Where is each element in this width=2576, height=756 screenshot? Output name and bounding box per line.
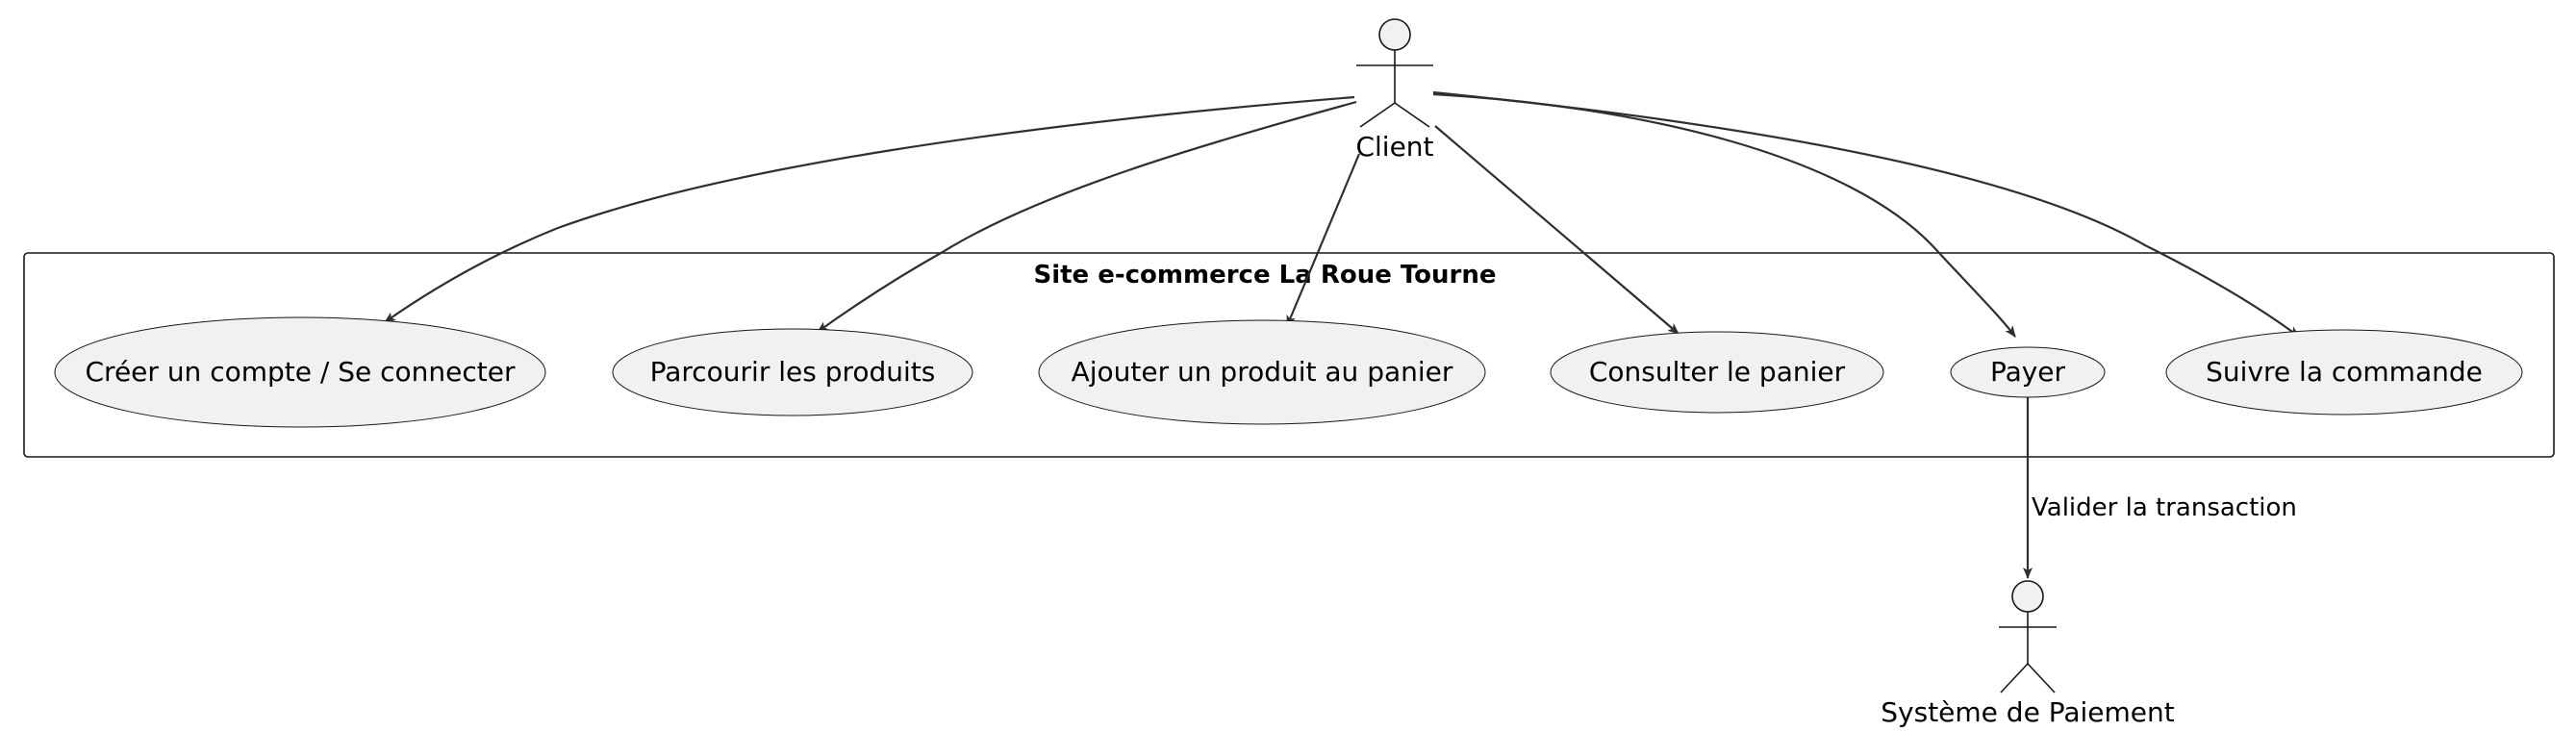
stick-figure-icon	[1999, 580, 2057, 693]
stick-figure-icon	[1356, 18, 1433, 128]
use-case-parcourir-produits: Parcourir les produits	[612, 328, 973, 416]
use-case-creer-compte: Créer un compte / Se connecter	[54, 316, 546, 428]
edge-client-uc2	[817, 100, 1357, 333]
actor-label: Système de Paiement	[1881, 696, 2174, 728]
relations: Valider la transaction	[384, 90, 2300, 579]
edge-client-uc6	[1432, 90, 2300, 338]
edge-client-uc5	[1432, 92, 2016, 338]
edge-label-valider-transaction: Valider la transaction	[2032, 493, 2297, 522]
use-case-label: Ajouter un produit au panier	[1072, 356, 1453, 388]
actor-label: Client	[1355, 131, 1433, 163]
use-case-label: Payer	[1990, 356, 2066, 388]
use-case-ajouter-panier: Ajouter un produit au panier	[1038, 319, 1486, 425]
system-title: Site e-commerce La Roue Tourne	[1033, 261, 1496, 290]
system-boundary: Site e-commerce La Roue Tourne	[23, 252, 2555, 458]
edge-client-uc1	[384, 95, 1355, 323]
use-case-label: Créer un compte / Se connecter	[86, 356, 516, 388]
actor-client: Client	[1355, 18, 1434, 163]
use-case-label: Suivre la commande	[2206, 356, 2483, 388]
use-case-label: Consulter le panier	[1589, 356, 1846, 388]
use-case-suivre-commande: Suivre la commande	[2165, 329, 2523, 416]
use-cases: Créer un compte / Se connecter Parcourir…	[54, 316, 2523, 428]
edge-client-uc4	[1434, 125, 1679, 335]
use-case-label: Parcourir les produits	[650, 356, 936, 388]
edge-client-uc3	[1285, 153, 1361, 327]
use-case-consulter-panier: Consulter le panier	[1550, 331, 1884, 414]
actor-systeme-paiement: Système de Paiement	[1881, 580, 2175, 728]
use-case-payer: Payer	[1950, 346, 2106, 398]
